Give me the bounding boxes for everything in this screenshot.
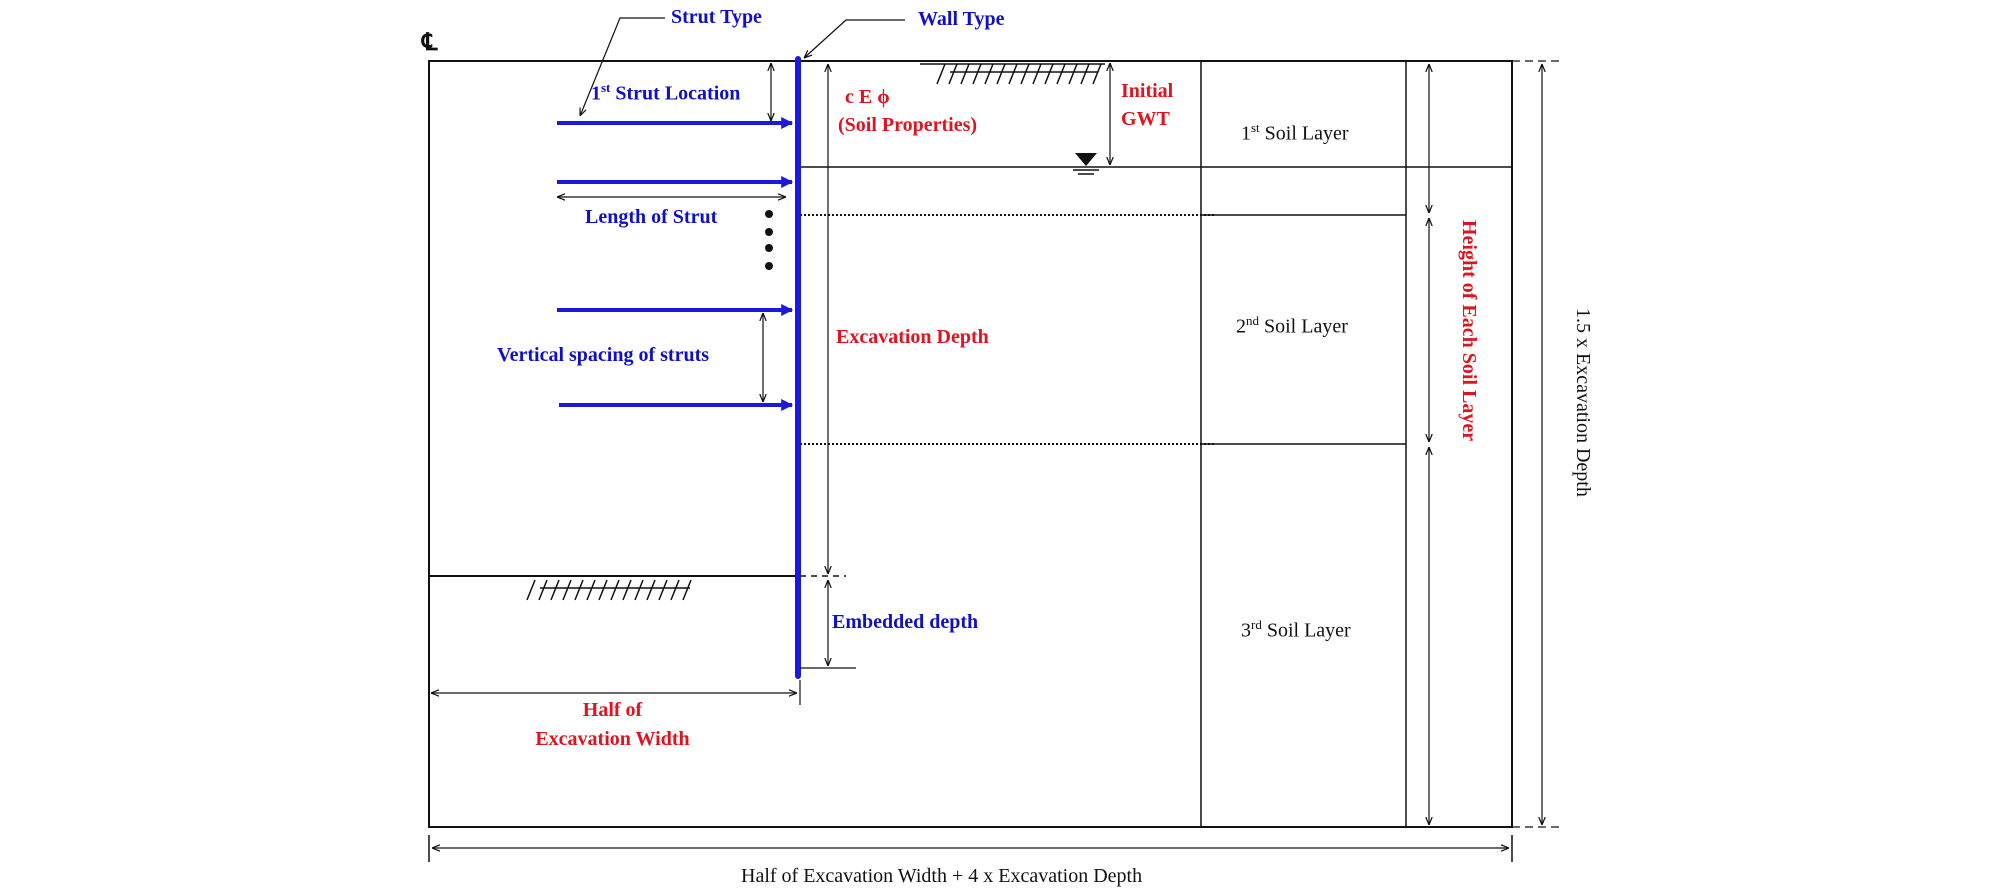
water-table-icon (1073, 153, 1099, 175)
first-strut-location-label: 1st Strut Location (591, 80, 741, 105)
height-each-soil-layer-label: Height of Each Soil Layer (1458, 220, 1480, 442)
wall-type-leader (804, 19, 905, 58)
half-of-label: Half of (582, 699, 643, 721)
initial-gwt-label-line1: Initial (1121, 80, 1174, 102)
domain-depth-label: 1.5 x Excavation Depth (1572, 308, 1594, 497)
strut-type-leader (580, 17, 665, 116)
embedded-depth-label: Embedded depth (832, 611, 979, 633)
soil-layer-3-label: 3rd Soil Layer (1241, 617, 1351, 642)
more-struts-ellipsis (765, 210, 773, 270)
ground-hatch-bottom (526, 579, 692, 601)
domain-width-label: Half of Excavation Width + 4 x Excavatio… (741, 865, 1143, 887)
soil-params-label: c E ϕ (845, 86, 890, 108)
strut-type-label: Strut Type (671, 6, 762, 28)
model-boundary (428, 60, 1513, 828)
vertical-spacing-label: Vertical spacing of struts (497, 344, 710, 366)
excavation-width-label: Excavation Width (535, 728, 690, 750)
initial-gwt-label-line2: GWT (1121, 108, 1170, 130)
soil-properties-label: (Soil Properties) (838, 114, 978, 136)
excavation-depth-label: Excavation Depth (836, 326, 989, 348)
wall-type-label: Wall Type (918, 8, 1005, 30)
length-of-strut-label: Length of Strut (585, 206, 718, 228)
soil-layer-2-label: 2nd Soil Layer (1236, 313, 1348, 338)
centerline-symbol: ℄ (422, 30, 438, 56)
soil-layer-1-label: 1st Soil Layer (1241, 120, 1349, 145)
ground-hatch-top (920, 63, 1105, 85)
